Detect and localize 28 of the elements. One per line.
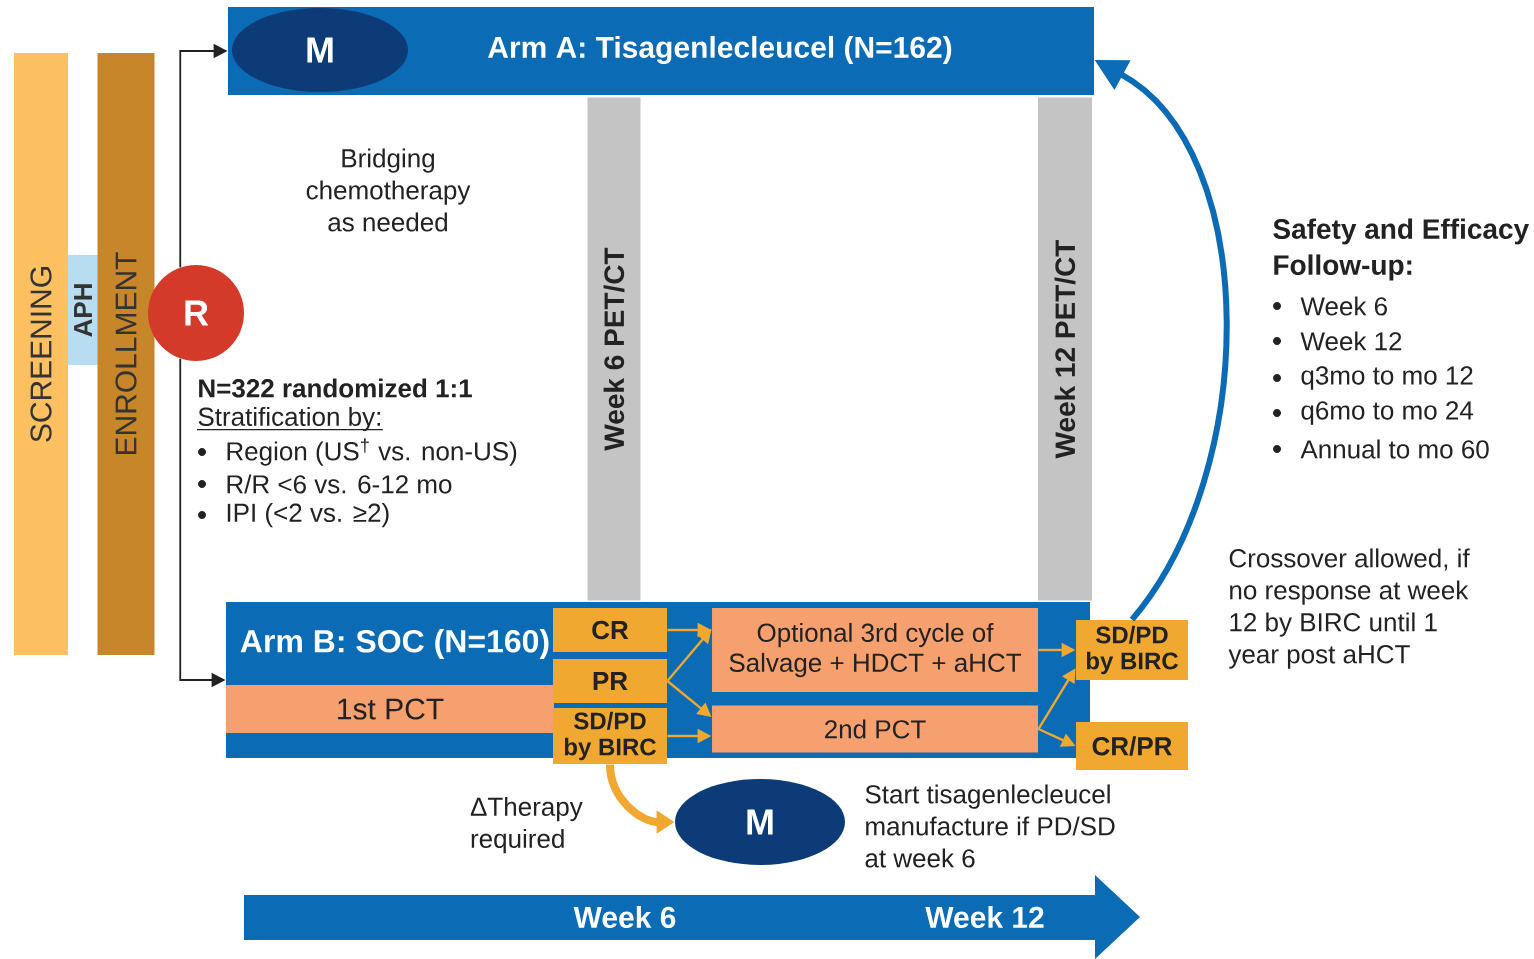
response-box: PR (553, 659, 667, 703)
screening-bar: SCREENING (14, 53, 68, 655)
bullet-item: q3mo to mo 12 (1301, 366, 1473, 390)
response-box: CR (553, 608, 667, 652)
stratification-heading: Stratification by: (196, 406, 384, 432)
response-box: SD/PD by BIRC (553, 708, 667, 764)
enrollment-bar: ENROLLMENT (97, 53, 155, 655)
assessment-bar: Week 6 PET/CT (587, 97, 641, 601)
edge-label: ΔTherapy required (468, 794, 592, 856)
bullet-item: IPI (<2 vs. ≥2) (227, 502, 389, 528)
bullet-item: Annual to mo 60 (1300, 439, 1489, 459)
treatment-box: 1st PCT (226, 685, 554, 733)
bullet-item: q6mo to mo 24 (1301, 401, 1474, 425)
bullet-item: Region (US$^{†}$ vs. non-US) (227, 438, 517, 466)
treatment-box: 2nd PCT (712, 705, 1038, 753)
aph-box: APH (68, 255, 98, 365)
stratification-heading: N=322 randomized 1:1 (199, 378, 472, 398)
bullet-item: Week 6 (1300, 296, 1387, 316)
follow-up-heading: Safety and Efficacy Follow-up: (1273, 218, 1529, 281)
assessment-bar: Week 12 PET/CT (1038, 97, 1092, 601)
note-text: Crossover allowed, if no response at week 12 by BIRC until 1 year post aHCT (1228, 548, 1470, 669)
treatment-box: Optional 3rd cycle of Salvage + HDCT + aHCT (712, 608, 1038, 692)
node-label: Bridging chemotherapy as needed (306, 148, 471, 232)
node-label: Start tisagenlecleucel manufacture if PD/SD at week 6 (865, 784, 1115, 868)
bullet-item: Week 12 (1300, 331, 1402, 351)
bullet-item: R/R <6 vs. 6-12 mo (227, 474, 452, 494)
response-box: CR/PR (1076, 722, 1188, 770)
response-box: SD/PD by BIRC (1076, 620, 1188, 680)
